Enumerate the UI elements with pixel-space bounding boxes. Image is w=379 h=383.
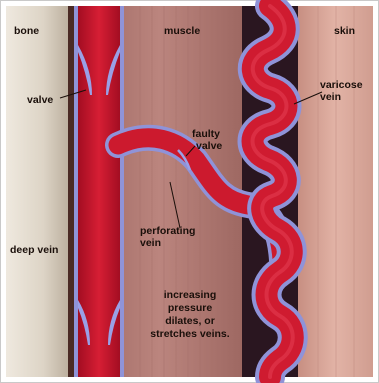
label-varicose-vein-line2: vein [320, 91, 341, 103]
caption-line1: increasing [164, 289, 217, 301]
region-label-bone: bone [14, 25, 39, 37]
caption-line2: pressure [168, 302, 213, 314]
label-faulty-valve-line2: valve [196, 140, 222, 152]
bone-region [6, 6, 68, 377]
caption-line4: stretches veins. [150, 328, 229, 340]
label-deep-vein: deep vein [10, 244, 58, 256]
label-valve: valve [27, 94, 53, 106]
caption-line3: dilates, or [165, 315, 215, 327]
region-label-skin: skin [334, 25, 355, 37]
deep-vein [74, 6, 124, 377]
region-label-muscle: muscle [164, 25, 200, 37]
label-perforating-vein-line2: vein [140, 237, 161, 249]
label-varicose-vein-line1: varicose [320, 79, 363, 91]
label-faulty-valve-line1: faulty [192, 128, 220, 140]
label-perforating-vein-line1: perforating [140, 225, 195, 237]
